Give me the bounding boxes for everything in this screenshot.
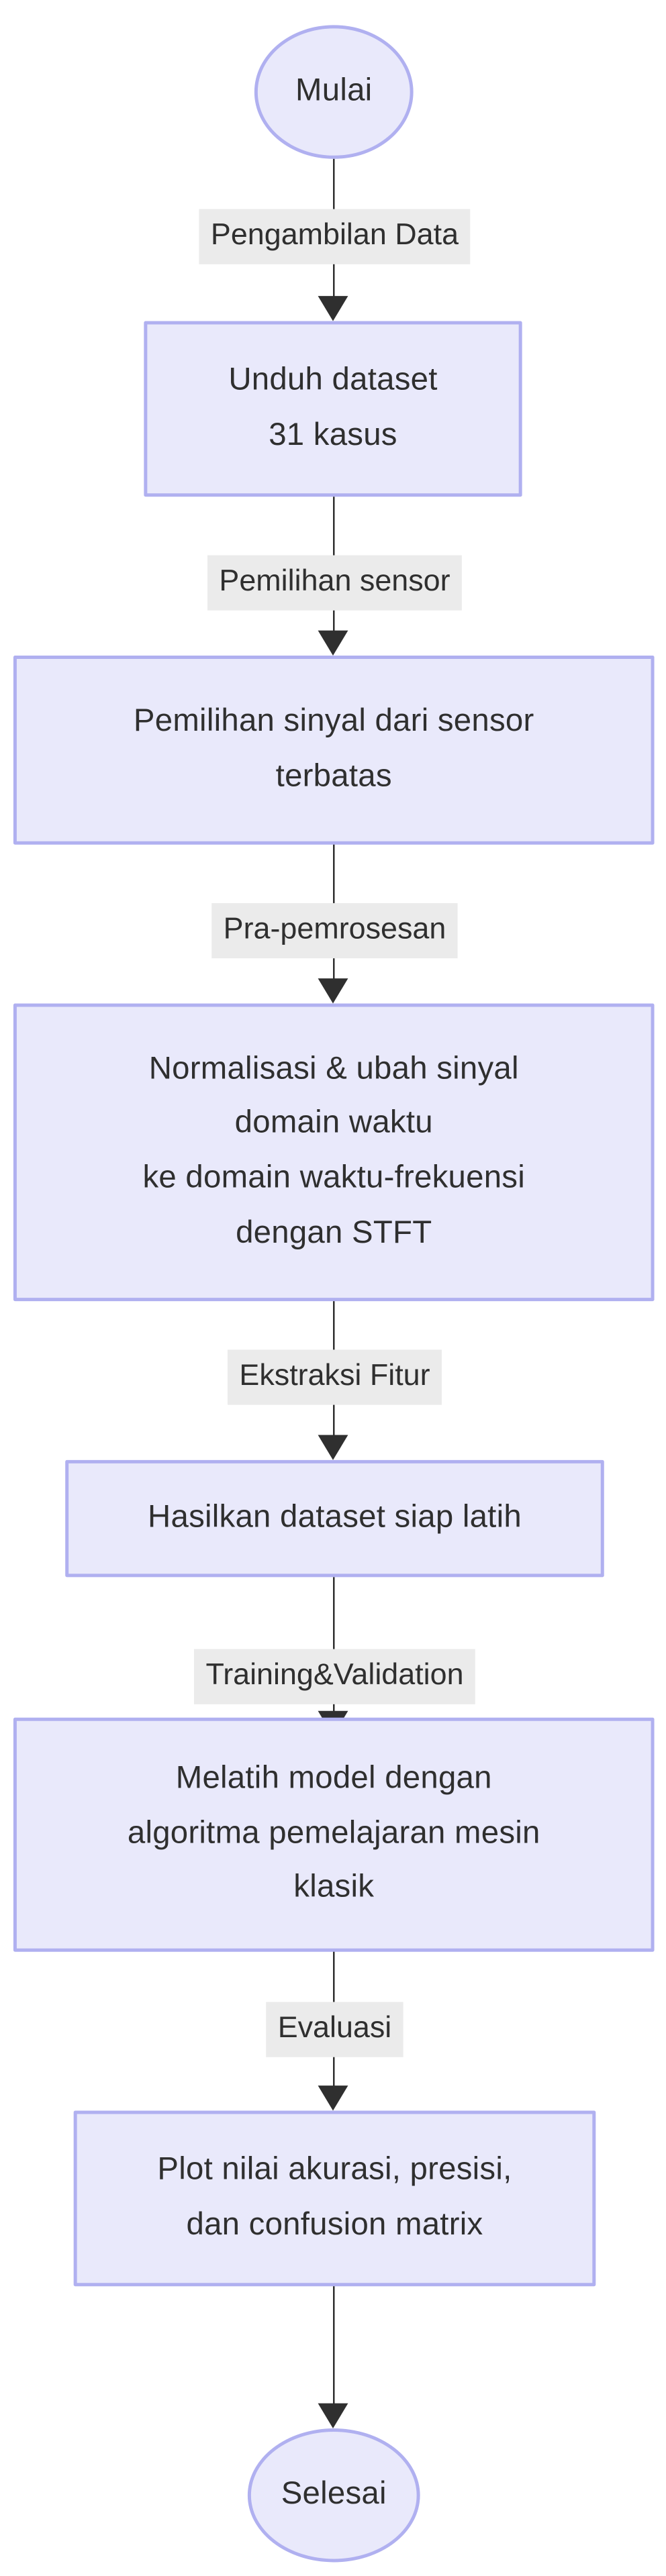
node-hasilkan-dataset-label: Hasilkan dataset siap latih bbox=[148, 1499, 522, 1535]
edge-mulai-to-unduh-arrowhead bbox=[318, 296, 348, 321]
edge-hasilkan-to-melatih bbox=[333, 1577, 335, 1720]
node-melatih-model-label: Melatih model dengan algoritma pemelajar… bbox=[127, 1761, 540, 1906]
node-selesai-label: Selesai bbox=[281, 2476, 387, 2512]
edge-label-pemilihan-sensor: Pemilihan sensor bbox=[207, 555, 463, 610]
node-normalisasi-stft[interactable]: Normalisasi & ubah sinyal domain waktu k… bbox=[13, 1003, 655, 1302]
node-mulai-label: Mulai bbox=[295, 72, 373, 109]
node-melatih-model[interactable]: Melatih model dengan algoritma pemelajar… bbox=[13, 1717, 655, 1952]
edge-label-pengambilan-data: Pengambilan Data bbox=[199, 209, 471, 264]
node-hasilkan-dataset[interactable]: Hasilkan dataset siap latih bbox=[65, 1459, 604, 1578]
node-unduh-dataset[interactable]: Unduh dataset 31 kasus bbox=[144, 321, 522, 497]
edge-plot-to-selesai bbox=[333, 2286, 335, 2412]
edge-label-evaluasi: Evaluasi bbox=[266, 2002, 403, 2057]
edge-label-ekstraksi-fitur: Ekstraksi Fitur bbox=[227, 1349, 442, 1404]
edge-plot-to-selesai-arrowhead bbox=[318, 2403, 348, 2429]
edge-unduh-to-pemilihan-arrowhead bbox=[318, 630, 348, 656]
node-plot-metrik[interactable]: Plot nilai akurasi, presisi, dan confusi… bbox=[73, 2110, 596, 2287]
edge-pemilihan-to-normalisasi-arrowhead bbox=[318, 978, 348, 1004]
node-selesai[interactable]: Selesai bbox=[247, 2428, 420, 2563]
node-mulai[interactable]: Mulai bbox=[254, 25, 414, 159]
edge-melatih-to-plot-arrowhead bbox=[318, 2085, 348, 2111]
node-unduh-dataset-label: Unduh dataset 31 kasus bbox=[228, 362, 438, 453]
node-pemilihan-sinyal[interactable]: Pemilihan sinyal dari sensor terbatas bbox=[13, 656, 655, 845]
edge-label-pra-pemrosesan: Pra-pemrosesan bbox=[211, 903, 458, 958]
edge-normalisasi-to-hasilkan-arrowhead bbox=[318, 1435, 348, 1460]
node-pemilihan-sinyal-label: Pemilihan sinyal dari sensor terbatas bbox=[133, 703, 534, 794]
node-normalisasi-stft-label: Normalisasi & ubah sinyal domain waktu k… bbox=[142, 1051, 526, 1251]
edge-label-training-validation: Training&Validation bbox=[194, 1649, 475, 1704]
node-plot-metrik-label: Plot nilai akurasi, presisi, dan confusi… bbox=[157, 2152, 512, 2243]
